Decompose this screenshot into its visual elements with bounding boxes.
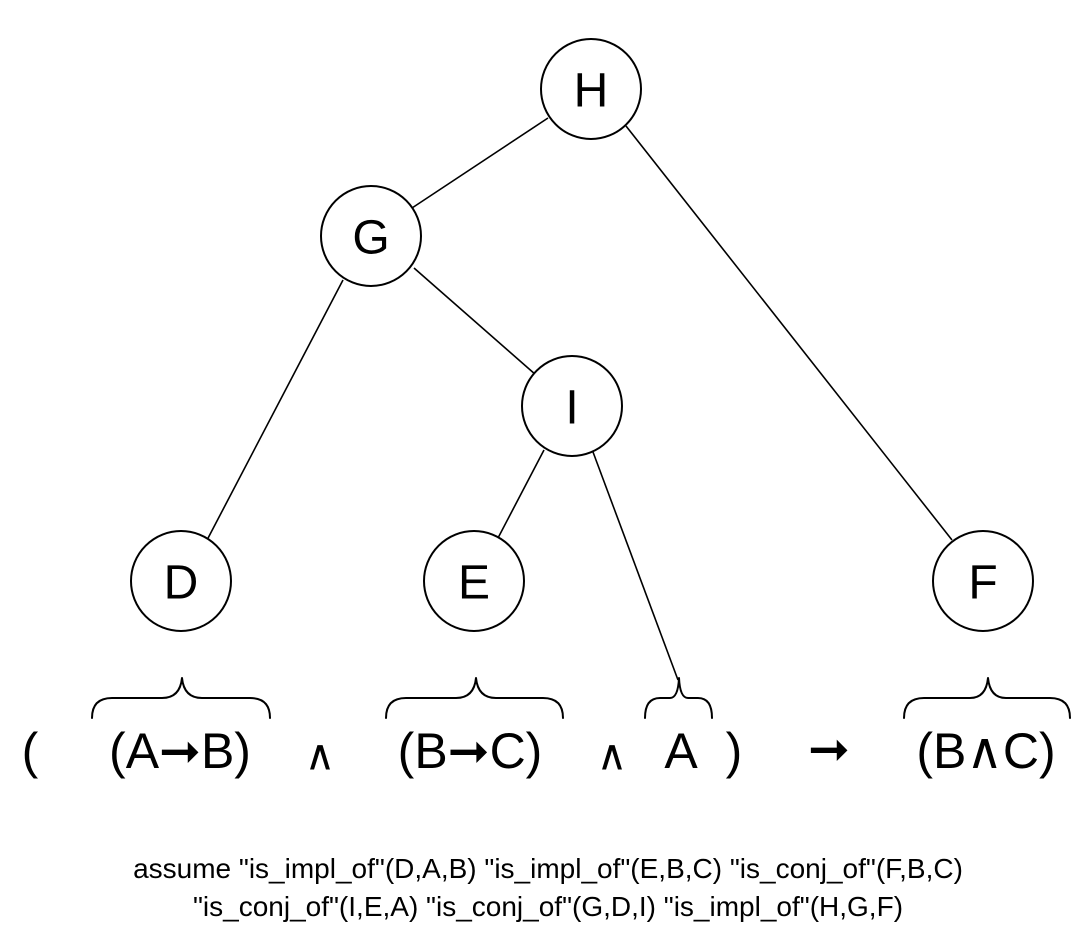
node-e: E <box>423 530 525 632</box>
node-g-label: G <box>352 212 389 265</box>
tree-edges <box>205 117 953 681</box>
edge-g-d <box>205 279 344 543</box>
formula-and-2: ∧ <box>597 732 628 779</box>
edge-i-e <box>497 449 545 539</box>
formula-open-paren: ( <box>22 723 39 779</box>
node-f-label: F <box>968 557 997 610</box>
node-d: D <box>130 530 232 632</box>
edge-i-a <box>592 451 679 681</box>
formula-a: A <box>664 723 698 779</box>
node-h-label: H <box>574 65 609 118</box>
edge-h-f <box>625 125 953 541</box>
node-d-label: D <box>164 557 199 610</box>
node-e-label: E <box>458 557 490 610</box>
node-g: G <box>320 185 422 287</box>
formula-b-and-c: (B∧C) <box>916 723 1055 779</box>
brace-b-and-c <box>903 677 1071 719</box>
formula-implies: ➞ <box>808 721 850 777</box>
caption-line-1: assume "is_impl_of"(D,A,B) "is_impl_of"(… <box>133 853 963 884</box>
brace-a <box>644 677 713 719</box>
formula-and-1: ∧ <box>305 732 336 779</box>
node-h: H <box>540 38 642 140</box>
brace-bc <box>385 677 564 719</box>
brace-ab <box>91 677 271 719</box>
node-i-label: I <box>565 382 578 435</box>
formula: ( (A➞B) ∧ (B➞C) ∧ A ) ➞ (B∧C) <box>22 721 1056 779</box>
edge-h-g <box>411 117 549 209</box>
edge-g-i <box>413 267 537 376</box>
node-f: F <box>932 530 1034 632</box>
formula-close-paren: ) <box>726 723 743 779</box>
formula-b-implies-c: (B➞C) <box>398 723 543 779</box>
node-i: I <box>521 355 623 457</box>
formula-a-implies-b: (A➞B) <box>109 723 251 779</box>
caption-line-2: "is_conj_of"(I,E,A) "is_conj_of"(G,D,I) … <box>193 891 903 922</box>
